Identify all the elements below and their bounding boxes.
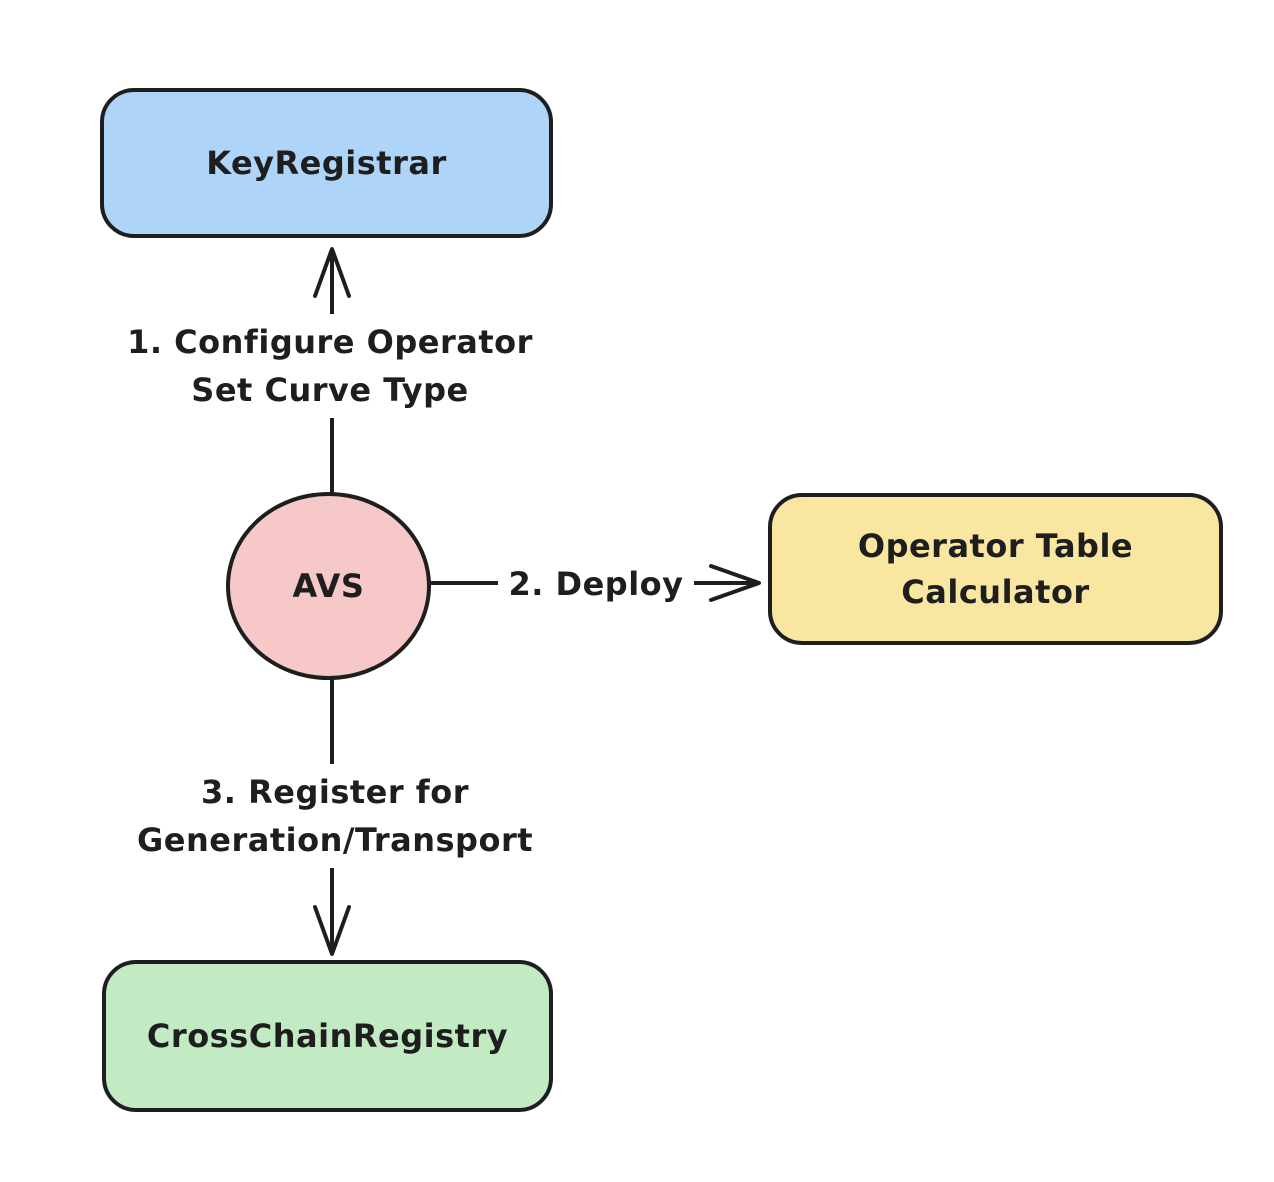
edge-label-configure-line2: Set Curve Type <box>191 371 469 409</box>
node-cross-chain-registry-label: CrossChainRegistry <box>146 1016 509 1055</box>
node-operator-table-calculator-label-line2: Calculator <box>901 573 1090 611</box>
node-avs-label: AVS <box>292 566 365 605</box>
node-cross-chain-registry: CrossChainRegistry <box>102 960 553 1112</box>
edge-label-deploy-line1: 2. Deploy <box>508 565 684 603</box>
node-operator-table-calculator-label-line1: Operator Table <box>857 526 1134 565</box>
edge-label-register-line1: 3. Register for <box>201 773 469 811</box>
node-key-registrar-label: KeyRegistrar <box>206 143 447 182</box>
arrow-register-arrowhead <box>313 905 351 956</box>
edge-label-configure-line1: 1. Configure Operator <box>127 323 533 361</box>
node-operator-table-calculator: Operator Table Calculator <box>768 493 1223 645</box>
edge-label-configure: 1. Configure Operator Set Curve Type <box>80 314 580 418</box>
edge-label-register-line2: Generation/Transport <box>136 821 534 859</box>
edge-label-register: 3. Register for Generation/Transport <box>85 764 585 868</box>
arrow-deploy-arrowhead <box>709 564 761 602</box>
arrow-configure-arrowhead <box>313 247 351 298</box>
edge-label-deploy: 2. Deploy <box>498 556 694 612</box>
node-key-registrar: KeyRegistrar <box>100 88 553 238</box>
node-avs: AVS <box>226 492 431 680</box>
